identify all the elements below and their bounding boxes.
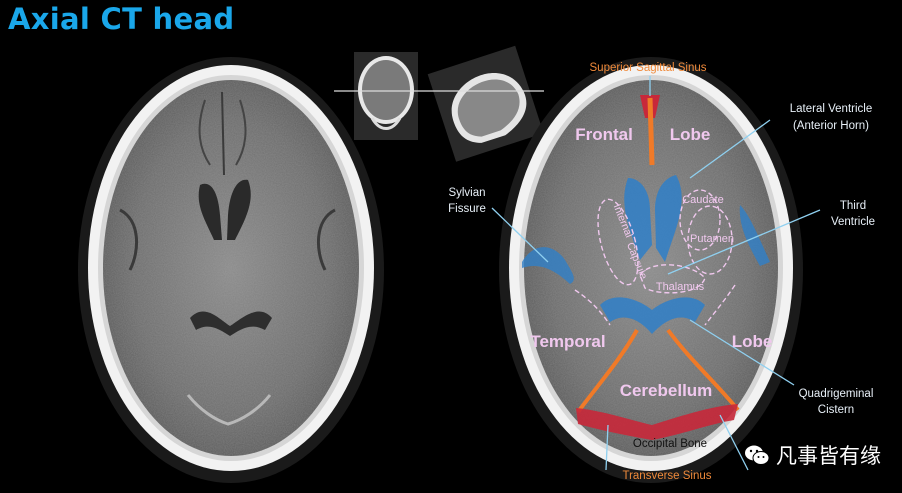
label-frontal-lobe: Lobe — [670, 125, 711, 144]
label-lateral-ventricle-line2: (Anterior Horn) — [793, 120, 869, 132]
label-thalamus: Thalamus — [656, 281, 705, 293]
label-frontal: Frontal — [575, 125, 633, 144]
label-putamen: Putamen — [690, 233, 734, 245]
right-ct-scan — [499, 57, 803, 483]
label-sylvian-line1: Sylvian — [448, 187, 485, 199]
page-title: Axial CT head — [8, 2, 235, 36]
label-occipital-bone: Occipital Bone — [633, 438, 707, 450]
label-temporal-lobe: Lobe — [732, 332, 773, 351]
label-caudate: Caudate — [682, 194, 724, 206]
sagittal-thumbnail — [427, 45, 544, 162]
label-quadrigeminal-line2: Cistern — [818, 404, 854, 416]
label-transverse-sinus: Transverse Sinus — [622, 470, 711, 482]
label-third-ventricle-line2: Ventricle — [831, 216, 875, 228]
label-quadrigeminal-line1: Quadrigeminal — [799, 388, 874, 400]
annotation-labels: Superior Sagittal Sinus Frontal Lobe Lat… — [448, 62, 875, 482]
label-sylvian-line2: Fissure — [448, 203, 486, 215]
label-third-ventricle-line1: Third — [840, 200, 866, 212]
coronal-thumbnail — [354, 52, 418, 140]
watermark: 凡事皆有缘 — [744, 440, 881, 470]
wechat-icon — [744, 444, 770, 466]
watermark-text: 凡事皆有缘 — [776, 444, 881, 468]
left-ct-scan — [78, 57, 384, 483]
transverse-sinus-shape — [576, 404, 738, 440]
label-temporal: Temporal — [530, 332, 605, 351]
label-lateral-ventricle-line1: Lateral Ventricle — [790, 103, 872, 115]
leader-lines — [491, 76, 821, 471]
label-cerebellum: Cerebellum — [620, 381, 713, 400]
label-superior-sagittal-sinus: Superior Sagittal Sinus — [590, 62, 707, 74]
